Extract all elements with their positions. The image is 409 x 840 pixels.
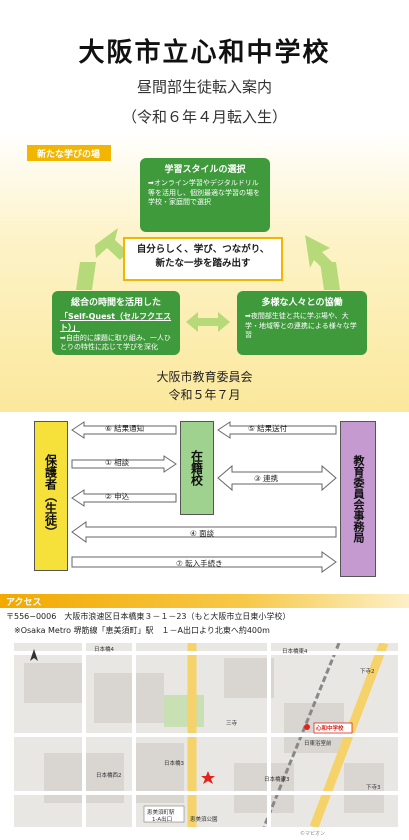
arrow-right-down	[320, 262, 340, 290]
arrow-top-right	[305, 235, 332, 270]
arrow-top-left	[95, 228, 128, 260]
feature-collaboration-heading: 多様な人々との協働	[261, 298, 343, 308]
feature-learning-style-heading: 学習スタイルの選択	[164, 165, 246, 175]
feature-collaboration: 多様な人々との協働 ➡夜間部生徒と共に学ぶ場や、大学・地域等との連携による様々な…	[237, 291, 367, 355]
school-marker	[304, 724, 310, 730]
arrow-center	[186, 312, 230, 332]
station-label-box	[143, 805, 185, 823]
map-graphic	[14, 643, 398, 827]
map-label-nipponbashi3: 日本橋3	[164, 761, 184, 767]
school-label-box	[313, 722, 353, 734]
issue-date: 令和５年７月	[168, 388, 241, 402]
admission-date: （令和６年４月転入生）	[121, 108, 287, 126]
station-text: ※Osaka Metro 堺筋線「恵美須町」駅 １－A出口より北東へ約400m	[14, 626, 270, 635]
feature-learning-style-body: ➡オンライン学習やデジタルドリル等を活用し、個別最適な学習の場を学校・家庭間で選…	[148, 179, 260, 207]
intro-section: 大阪市立心和中学校 昼間部生徒転入案内 （令和６年４月転入生） 新たな学びの場 …	[0, 0, 409, 412]
procedure-flow: 保護者（生徒） 在籍校 教育委員会事務局 ⑥ 結果通知 ① 相談 ② 申込 ⑤ …	[0, 412, 409, 584]
map-credit: ©マピオン	[300, 831, 326, 837]
arrow-step1	[71, 455, 177, 473]
map-label-sanwa: 三寺	[226, 721, 238, 727]
flow-step2-label: ② 申込	[105, 492, 130, 501]
flow-school: 在籍校	[180, 421, 214, 515]
flow-step6-label: ⑥ 結果通知	[105, 424, 145, 433]
issuer: 大阪市教育委員会	[156, 370, 253, 384]
map-label-nipponbashi-higashi4: 日本橋東4	[282, 649, 308, 655]
arrow-step4	[71, 521, 337, 543]
feature-learning-style: 学習スタイルの選択 ➡オンライン学習やデジタルドリル等を活用し、個別最適な学習の…	[140, 158, 270, 232]
section-tag: 新たな学びの場	[27, 145, 111, 161]
feature-self-quest-heading: 総合の時間を活用した	[70, 298, 161, 308]
vision-line-2: 新たな一歩を踏み出す	[155, 258, 251, 270]
access-header: アクセス	[0, 594, 409, 608]
feature-self-quest-sub: 「Self-Quest（セルフクエスト）」	[60, 312, 172, 332]
feature-collaboration-body: ➡夜間部生徒と共に学ぶ場や、大学・地域等との連携による様々な学習	[245, 312, 357, 340]
arrow-step2	[71, 489, 177, 507]
vision-statement: 自分らしく、学び、つながり、 新たな一歩を踏み出す	[123, 237, 283, 281]
flow-step5-label: ⑤ 結果送付	[248, 424, 288, 433]
flow-arrows	[71, 421, 337, 573]
flow-parent: 保護者（生徒）	[34, 421, 68, 571]
map-label-school: 心和中学校	[316, 726, 344, 732]
exit-star	[201, 771, 215, 784]
address-text: 〒556−0006 大阪市浪速区日本橋東３－１－23（もと大阪市立日東小学校）	[6, 612, 291, 621]
feature-self-quest-body: ➡自由的に課題に取り組み、一人ひとりの特性に応じて学びを深化	[60, 333, 171, 352]
vision-line-1: 自分らしく、学び、つながり、	[136, 244, 270, 255]
arrow-left-down	[76, 262, 96, 290]
map-label-ebisu-park: 恵美須公園	[190, 817, 218, 823]
map-label-nipponbashi4: 日本橋4	[94, 647, 114, 653]
flow-board: 教育委員会事務局	[340, 421, 376, 577]
park-area	[164, 695, 204, 727]
map-label-shimodera: 下寺2	[360, 669, 375, 675]
flow-step7-label: ⑦ 転入手続き	[176, 559, 223, 568]
arrow-step3	[217, 464, 337, 492]
map-label-nipponbashi-nishi: 日本橋西2	[96, 773, 122, 779]
map-label-shimodera-3: 下寺3	[366, 785, 381, 791]
school-title: 大阪市立心和中学校	[78, 38, 331, 68]
north-arrow-icon	[30, 649, 38, 661]
arrow-step7	[71, 551, 337, 573]
map-label-ebisucho: 恵美須町駅	[147, 810, 175, 816]
access-label: アクセス	[6, 598, 42, 608]
flow-step3-label: ③ 連携	[254, 474, 279, 483]
location-map[interactable]: 日本橋4 日本橋東4 日本橋東3 日本橋3 日本橋西2 下寺2 下寺3 三寺 心…	[14, 643, 398, 827]
page-subtitle: 昼間部生徒転入案内	[136, 78, 272, 96]
map-label-nipponbashi-higashi3: 日本橋東3	[264, 777, 290, 783]
flow-step1-label: ① 相談	[105, 458, 130, 467]
feature-arrows	[76, 228, 340, 332]
arrow-step6	[71, 421, 177, 439]
map-label-ebisucho-exit: 1-A出口	[152, 817, 173, 823]
flow-step4-label: ④ 面談	[190, 529, 215, 538]
arrow-step5	[217, 421, 337, 439]
feature-self-quest: 総合の時間を活用した 「Self-Quest（セルフクエスト）」 ➡自由的に課題…	[52, 291, 180, 355]
map-label-nittohigashi: 日東浴室前	[304, 741, 332, 747]
